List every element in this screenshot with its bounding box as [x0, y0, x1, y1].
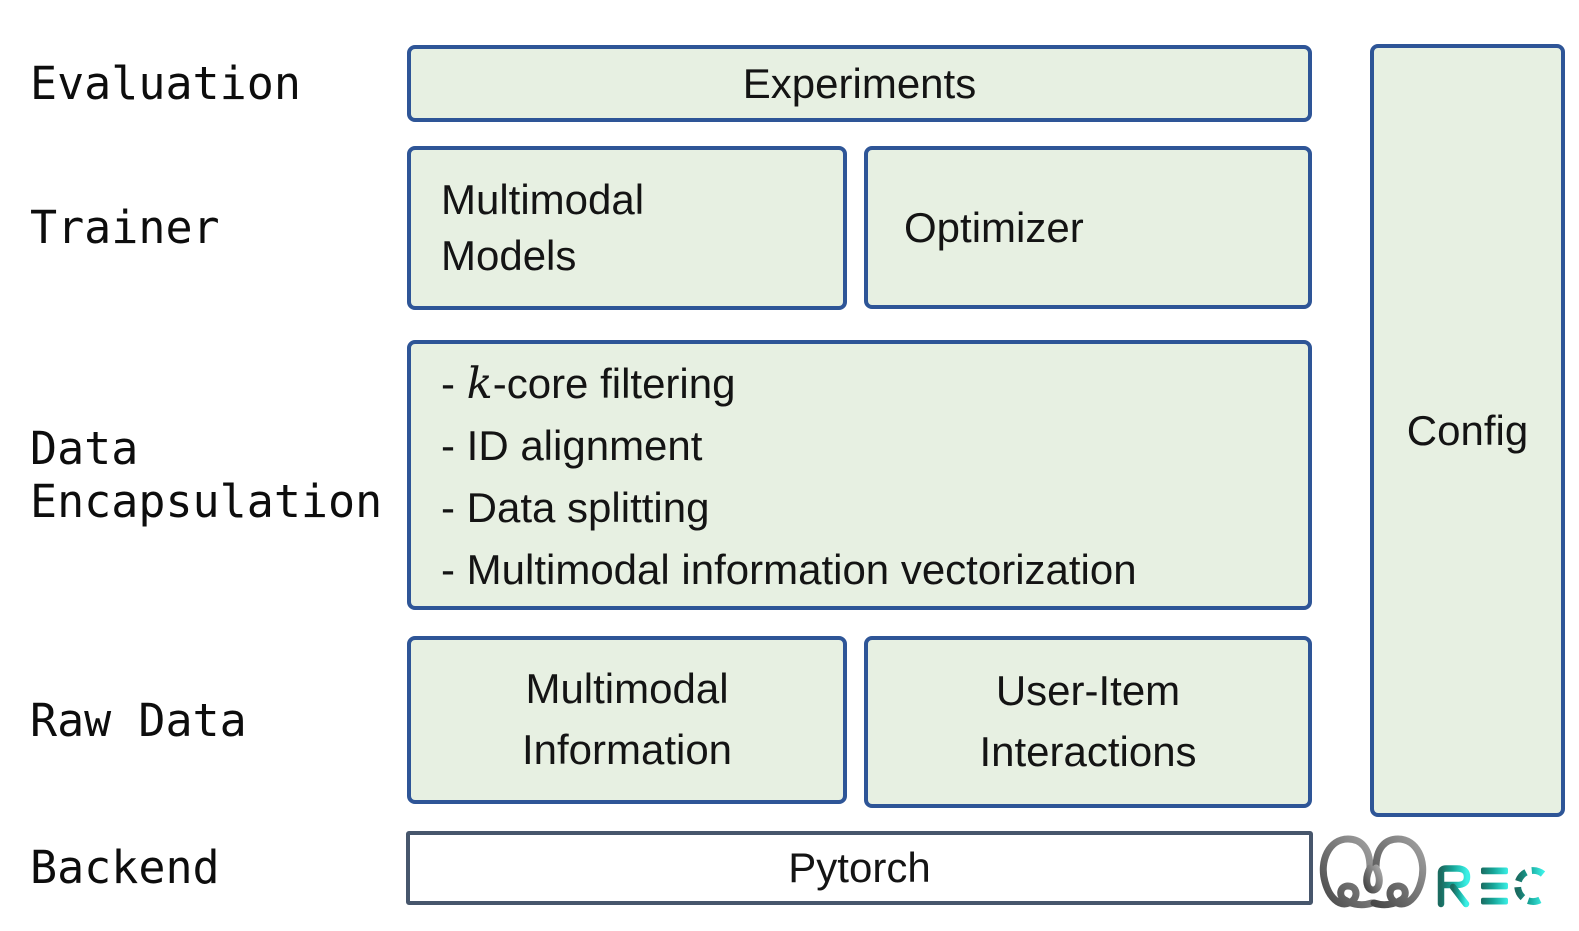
mmrec-monogram-icon: [1319, 835, 1427, 909]
bullet-dash: -: [441, 360, 467, 407]
bullet-dash: -: [441, 484, 467, 531]
layer-label-text: Evaluation: [30, 56, 301, 110]
experiments-box-label: Experiments: [742, 59, 977, 107]
encapsulation-item-text: Data splitting: [466, 484, 710, 531]
layer-label-text: Trainer: [30, 200, 220, 254]
rec-logo-text: [1437, 865, 1546, 908]
layer-label-backend: Backend: [30, 831, 220, 905]
multimodal-information-box-label: Multimodal Information: [521, 665, 733, 773]
multimodal-models-box: Multimodal Models: [407, 146, 847, 310]
pytorch-backend-box: Pytorch: [406, 831, 1313, 905]
user-item-interactions-box-label: User-Item Interactions: [979, 667, 1197, 775]
experiments-box: Experiments: [407, 45, 1312, 122]
encapsulation-item-vectorization: - Multimodal information vectorization: [441, 539, 1308, 601]
encapsulation-item-text: ID alignment: [466, 422, 703, 469]
encapsulation-item-text: Multimodal information vectorization: [466, 546, 1137, 593]
letter-c: [1514, 867, 1546, 905]
encapsulation-item-kcore: - k-core filtering: [441, 353, 1308, 415]
letter-e: [1481, 867, 1508, 905]
user-item-interactions-box: User-Item Interactions: [864, 636, 1312, 808]
layer-label-text: Data Encapsulation: [30, 421, 383, 528]
encapsulation-item-data-splitting: - Data splitting: [441, 477, 1308, 539]
optimizer-box: Optimizer: [864, 146, 1312, 309]
bullet-dash: -: [441, 546, 467, 593]
letter-r: [1437, 865, 1471, 908]
layer-label-text: Backend: [30, 841, 220, 895]
bullet-dash: -: [441, 422, 467, 469]
layer-label-raw-data: Raw Data: [30, 636, 247, 806]
data-encapsulation-box: - k-core filtering - ID alignment - Data…: [407, 340, 1312, 610]
layer-label-evaluation: Evaluation: [30, 45, 301, 122]
config-box-label: Config: [1406, 406, 1529, 454]
encapsulation-item-text: -core filtering: [492, 360, 736, 407]
math-k-symbol: k: [466, 359, 493, 409]
multimodal-information-box: Multimodal Information: [407, 636, 847, 804]
pytorch-box-label: Pytorch: [788, 844, 931, 891]
optimizer-box-label: Optimizer: [904, 203, 1084, 251]
multimodal-models-box-label: Multimodal Models: [441, 176, 645, 279]
encapsulation-item-id-alignment: - ID alignment: [441, 415, 1308, 477]
layer-label-text: Raw Data: [30, 694, 247, 748]
layer-label-trainer: Trainer: [30, 146, 220, 309]
layer-label-data-encapsulation: Data Encapsulation: [30, 340, 410, 610]
config-box: Config: [1370, 44, 1565, 817]
